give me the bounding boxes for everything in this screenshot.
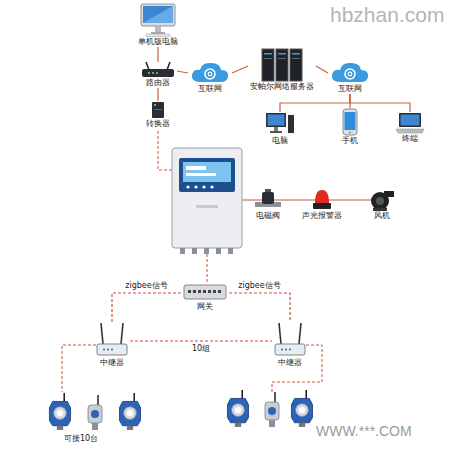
device-label: 网关 [181,302,229,312]
watermark: hbzhan.com [330,2,444,27]
device-label: 路由器 [139,78,177,88]
network-link [232,66,248,73]
link-label: zigbee信号 [237,281,281,291]
bus-wire [207,254,208,282]
watermark: WWW.***.COM [316,423,412,440]
network-link [229,293,290,322]
desktop-icon [265,112,295,136]
box-icon [151,101,165,119]
network-link [157,88,158,101]
network-link [130,340,272,341]
device-label: 互联网 [328,84,372,94]
device-node: 终端 [393,112,427,144]
network-link [350,94,410,112]
server-icon [260,48,304,82]
controller-panel [172,148,242,254]
device-node: 手机 [340,108,360,146]
network-link [280,94,350,112]
phone-icon [342,108,358,136]
device-label: 安帕尔网络服务器 [248,82,316,92]
device-node: 风机 [367,189,397,221]
capacity-note: 可接10台 [64,434,98,444]
network-link [112,293,181,322]
device-node: 转换器 [144,101,172,129]
switch-icon [183,282,227,302]
device-node: 互联网 [328,60,372,94]
device-label: 中继器 [272,358,308,368]
device-node: 路由器 [139,62,177,88]
cloud-icon [330,60,370,84]
network-link [316,66,328,73]
device-node: 中继器 [272,322,308,368]
link-label: 10组 [191,344,211,354]
fan-icon [369,189,395,211]
repeater-icon [274,322,306,358]
cloud-icon [190,60,230,84]
network-link [157,47,158,62]
link-label: zigbee信号 [124,281,168,291]
device-label: 电脑 [263,136,297,146]
gas-detectors [49,390,312,430]
device-label: 转换器 [144,119,172,129]
device-label: 电磁阀 [253,211,283,221]
device-label: 手机 [340,136,360,146]
device-label: 互联网 [188,84,232,94]
valve-icon [255,189,281,211]
device-label: 终端 [393,134,427,144]
zigbee-link [272,345,322,392]
network-link [177,71,188,73]
zigbee-link [62,345,96,392]
imac-icon [140,3,176,37]
device-node: 安帕尔网络服务器 [248,48,316,92]
device-label: 单机版电脑 [136,37,180,47]
repeater-icon [96,322,128,358]
device-node: 电磁阀 [253,189,283,221]
device-label: 风机 [367,211,397,221]
alarm-icon [312,189,332,211]
device-node: 电脑 [263,112,297,146]
output-wire [242,199,382,200]
device-node: 声光报警器 [300,189,344,221]
router-icon [141,62,175,78]
device-label: 声光报警器 [300,211,344,221]
laptop-icon [395,112,425,134]
device-node: 网关 [181,282,229,312]
device-node: 互联网 [188,60,232,94]
device-node: 中继器 [94,322,130,368]
signal-wire [158,131,172,170]
device-node: 单机版电脑 [136,3,180,47]
device-label: 中继器 [94,358,130,368]
